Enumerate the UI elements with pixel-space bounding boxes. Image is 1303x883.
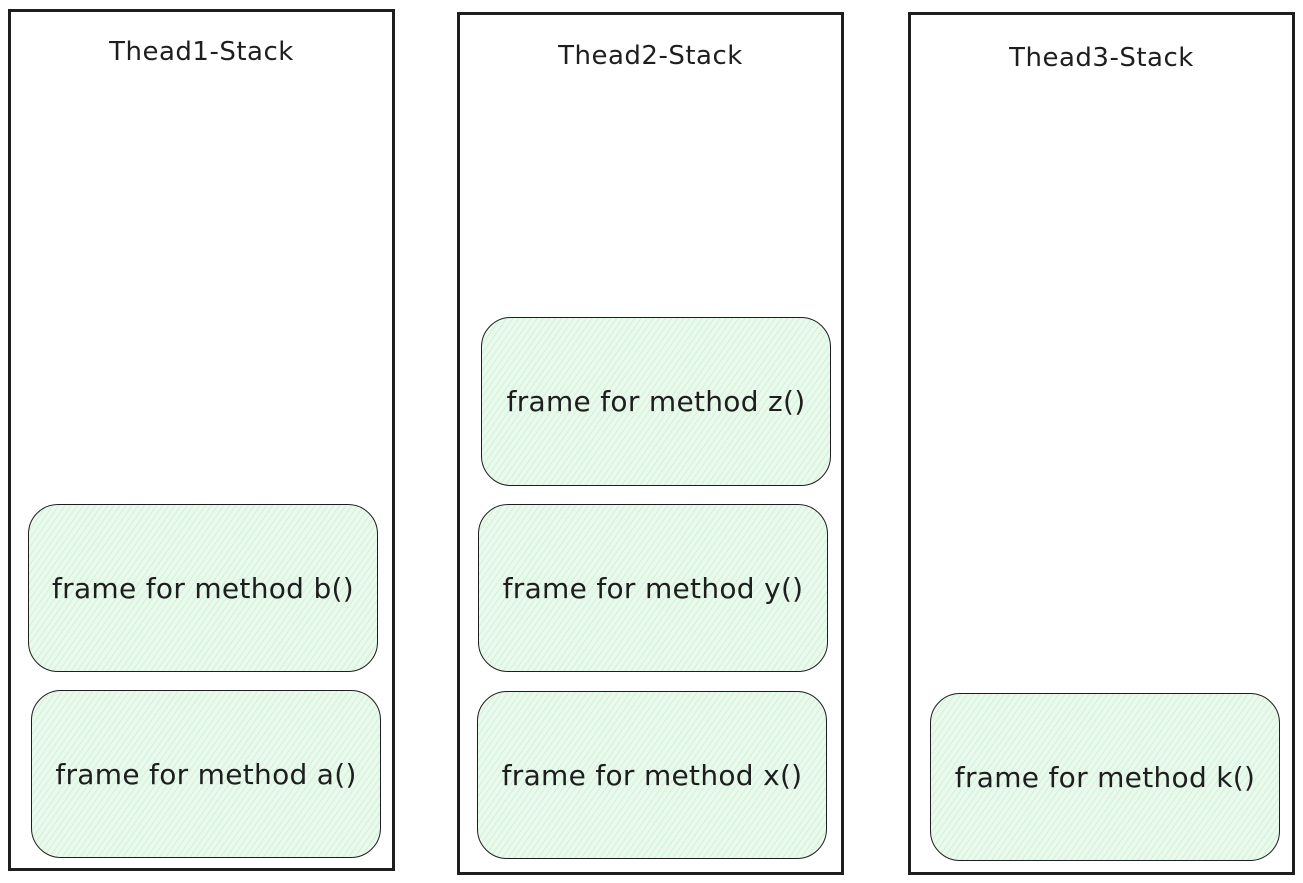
thread3-stack-title: Thead3-Stack	[1009, 43, 1194, 73]
frame-method-k-label: frame for method k()	[954, 760, 1256, 794]
thread2-stack: Thead2-Stack frame for method z() frame …	[457, 12, 844, 875]
frame-method-y: frame for method y()	[478, 504, 828, 672]
frame-method-b: frame for method b()	[28, 504, 378, 672]
frame-method-z: frame for method z()	[481, 317, 831, 486]
frame-method-x-label: frame for method x()	[501, 758, 803, 792]
frame-method-k: frame for method k()	[930, 693, 1280, 861]
frame-method-y-label: frame for method y()	[502, 571, 804, 605]
frame-method-x: frame for method x()	[477, 691, 827, 859]
thread1-stack-title: Thead1-Stack	[109, 37, 294, 67]
frame-method-a-label: frame for method a()	[55, 757, 357, 791]
thread1-stack: Thead1-Stack frame for method b() frame …	[8, 9, 395, 871]
thread2-stack-title: Thead2-Stack	[558, 41, 743, 71]
frame-method-a: frame for method a()	[31, 690, 381, 858]
frame-method-z-label: frame for method z()	[506, 385, 806, 418]
frame-method-b-label: frame for method b()	[52, 571, 354, 605]
thread3-stack: Thead3-Stack frame for method k()	[908, 12, 1295, 875]
